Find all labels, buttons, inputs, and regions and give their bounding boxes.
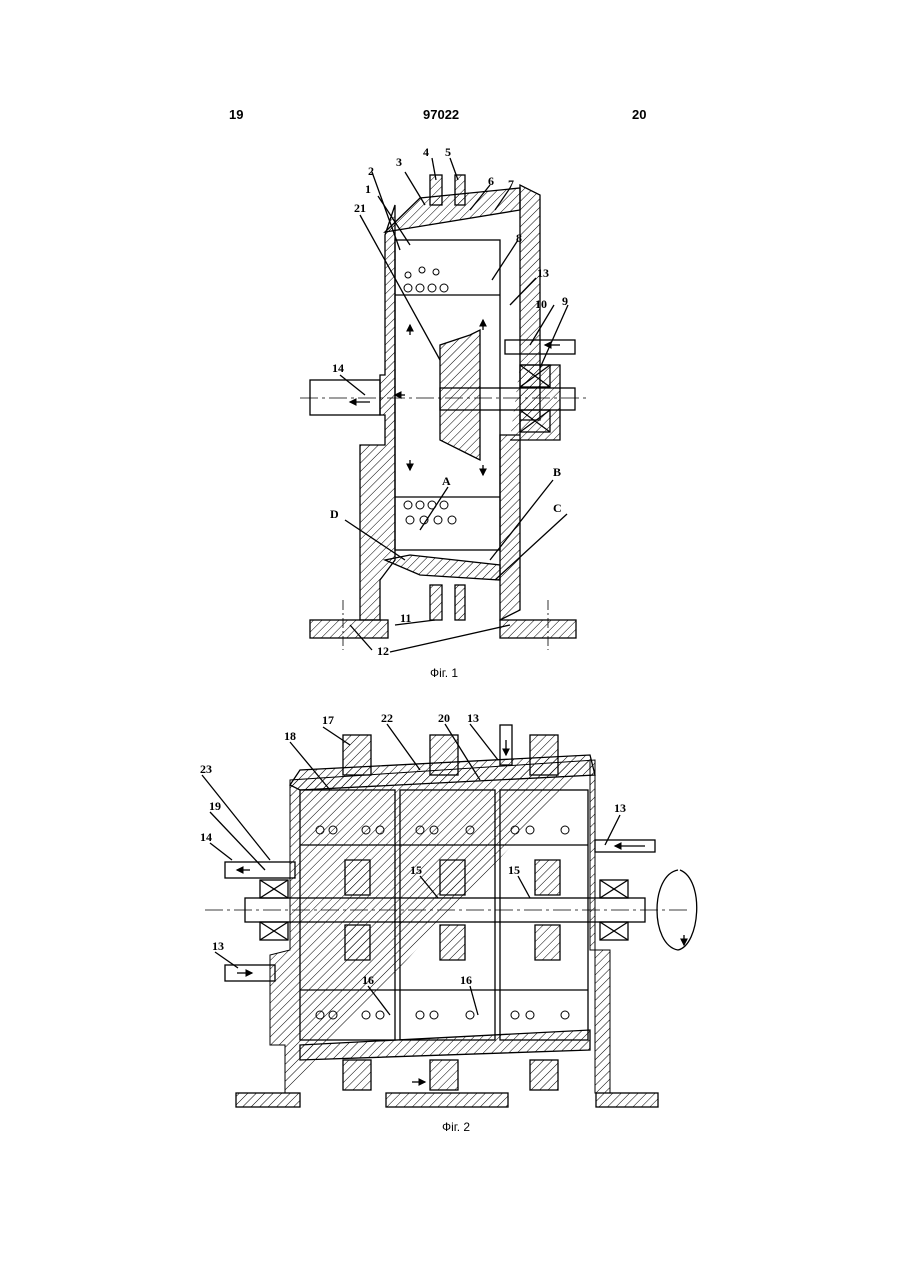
- label-fig1-9: 9: [562, 294, 568, 308]
- label-fig1-6: 6: [488, 174, 494, 188]
- label-fig2-23: 23: [200, 762, 212, 776]
- figure-1: [300, 158, 590, 652]
- label-fig1-B: B: [553, 465, 561, 479]
- label-fig1-D: D: [330, 507, 339, 521]
- label-fig2-15-a: 15: [410, 863, 422, 877]
- label-fig1-1: 1: [365, 182, 371, 196]
- label-fig2-16-b: 16: [460, 973, 472, 987]
- label-fig2-20: 20: [438, 711, 450, 725]
- label-fig2-18: 18: [284, 729, 296, 743]
- label-fig2-16-a: 16: [362, 973, 374, 987]
- label-fig1-13: 13: [537, 266, 549, 280]
- label-fig1-A: A: [442, 474, 451, 488]
- label-fig1-11: 11: [400, 611, 411, 625]
- label-fig1-12: 12: [377, 644, 389, 658]
- label-fig2-14: 14: [200, 830, 212, 844]
- label-fig1-8: 8: [516, 231, 522, 245]
- label-fig2-13-left: 13: [212, 939, 224, 953]
- label-fig2-22: 22: [381, 711, 393, 725]
- label-fig1-5: 5: [445, 145, 451, 159]
- figure-2: [202, 724, 697, 1107]
- label-fig2-17: 17: [322, 713, 334, 727]
- figure-1-caption: Фіг. 1: [430, 666, 458, 680]
- label-fig1-7: 7: [508, 177, 514, 191]
- label-fig2-13-right: 13: [614, 801, 626, 815]
- label-fig1-3: 3: [396, 155, 402, 169]
- label-fig2-19: 19: [209, 799, 221, 813]
- label-fig2-13-top: 13: [467, 711, 479, 725]
- label-fig1-14: 14: [332, 361, 344, 375]
- label-fig1-21: 21: [354, 201, 366, 215]
- label-fig1-2: 2: [368, 164, 374, 178]
- label-fig1-10: 10: [535, 297, 547, 311]
- label-fig1-4: 4: [423, 145, 429, 159]
- figure-2-caption: Фіг. 2: [442, 1120, 470, 1134]
- label-fig1-C: C: [553, 501, 562, 515]
- label-fig2-15-b: 15: [508, 863, 520, 877]
